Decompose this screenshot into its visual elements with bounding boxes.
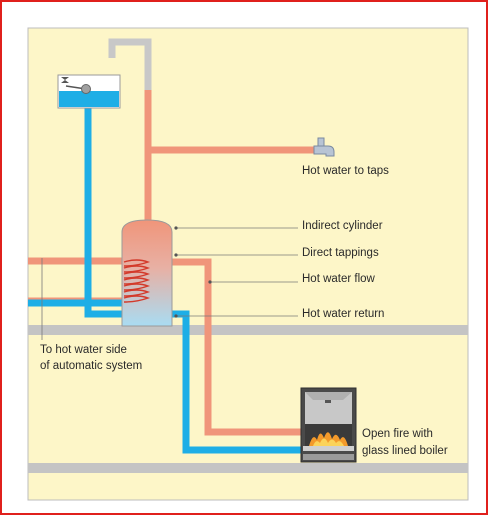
cold-pipes xyxy=(28,108,304,454)
label-to-hot-water-side-line1: To hot water side xyxy=(40,344,127,356)
tap-icon xyxy=(313,137,335,157)
leader-dots xyxy=(174,226,212,318)
label-hot-water-flow: Hot water flow xyxy=(302,273,375,285)
heating-coil-icon xyxy=(123,259,151,303)
label-direct-tappings: Direct tappings xyxy=(302,247,379,259)
primary-return-pipe xyxy=(172,310,304,454)
vent-pipe xyxy=(108,38,152,92)
fireplace-icon xyxy=(300,387,357,463)
indirect-cylinder xyxy=(121,219,173,327)
label-to-hot-water-side-line2: of automatic system xyxy=(40,360,143,372)
float-valve-icon xyxy=(61,77,91,94)
label-open-fire-line1: Open fire with xyxy=(362,428,433,440)
label-hot-water-to-taps: Hot water to taps xyxy=(302,165,389,177)
label-indirect-cylinder: Indirect cylinder xyxy=(302,220,383,232)
upper-floor xyxy=(28,325,468,335)
label-open-fire-line2: glass lined boiler xyxy=(362,445,448,457)
cold-feed-pipe xyxy=(84,108,124,318)
flame-icon xyxy=(309,432,348,446)
primary-flow-pipe xyxy=(172,258,304,436)
leader-lines xyxy=(41,227,298,340)
label-hot-water-return: Hot water return xyxy=(302,308,385,320)
feed-tank-icon xyxy=(57,74,121,109)
lower-floor xyxy=(28,463,468,473)
